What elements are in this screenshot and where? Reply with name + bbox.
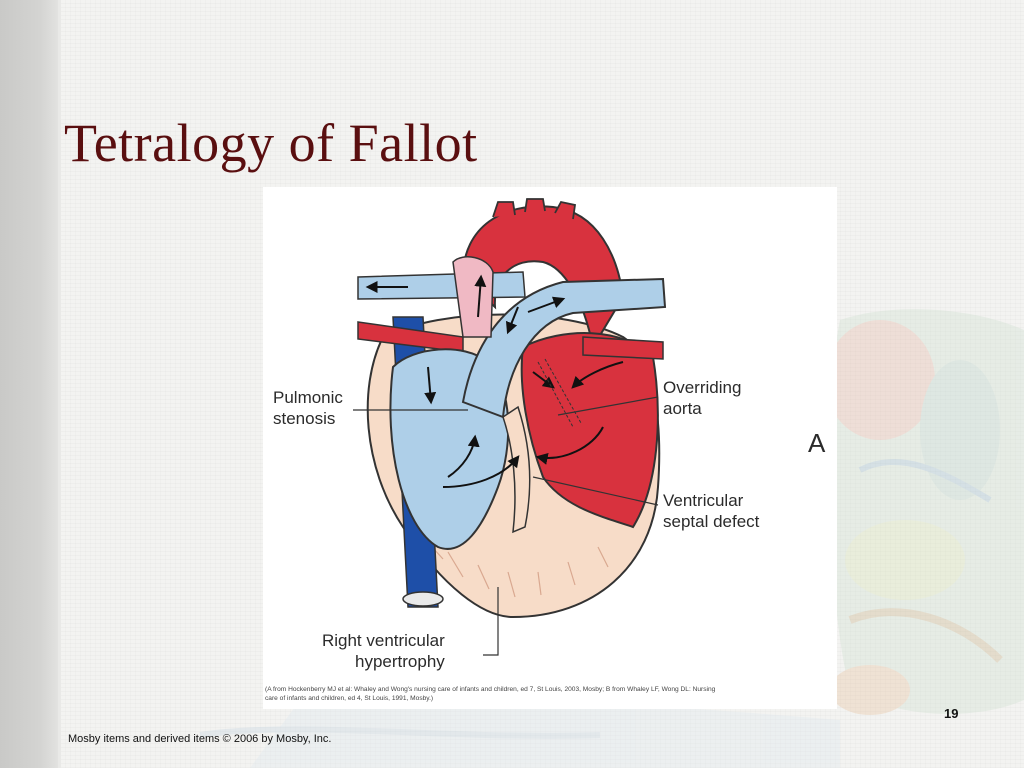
left-accent-bar [0,0,58,768]
slide-number: 19 [944,706,959,721]
heart-diagram: Pulmonic stenosis Overriding aorta Ventr… [263,187,837,709]
pulmonary-artery [461,277,667,419]
footer-copyright: Mosby items and derived items © 2006 by … [68,733,332,745]
label-right-ventricular-hypertrophy: Right ventricular hypertrophy [321,631,445,671]
septum [502,405,531,534]
left-accent-bar-edge [58,0,61,768]
label-ventricular-septal-defect: Ventricular septal defect [663,491,760,531]
label-pulmonic-stenosis: Pulmonic stenosis [273,388,343,428]
slide-title: Tetralogy of Fallot [64,113,478,173]
label-overriding-aorta: Overriding aorta [663,378,742,418]
left-heart [520,332,659,529]
figure-credit: (A from Hockenberry MJ et al: Whaley and… [265,686,716,702]
panel-letter: A [808,428,826,458]
heart-illustration [353,198,667,656]
